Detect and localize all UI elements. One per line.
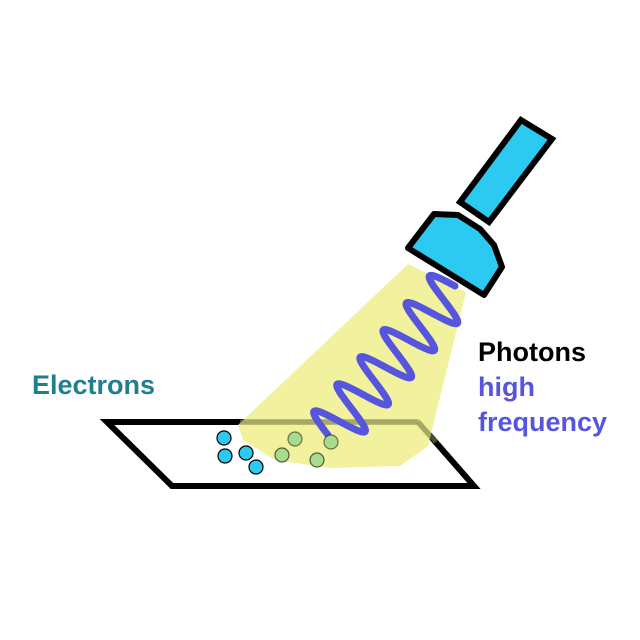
electron: [238, 445, 254, 461]
flashlight-head: [405, 211, 505, 298]
electron: [248, 459, 264, 475]
flashlight-handle: [455, 116, 557, 227]
electron: [323, 434, 339, 450]
photon-wave: [310, 271, 462, 439]
electron: [217, 448, 233, 464]
electron: [216, 430, 232, 446]
electron: [309, 452, 325, 468]
electrons-label: Electrons: [32, 370, 156, 400]
electron: [287, 431, 303, 447]
photons-label: Photons: [478, 337, 586, 367]
frequency-high-label: high: [478, 372, 535, 402]
flashlight-icon: [405, 116, 557, 298]
electrons-group: [216, 430, 339, 475]
electron: [274, 447, 290, 463]
frequency-label: frequency: [478, 407, 608, 437]
plate-right-edge-in-beam: [416, 420, 438, 444]
